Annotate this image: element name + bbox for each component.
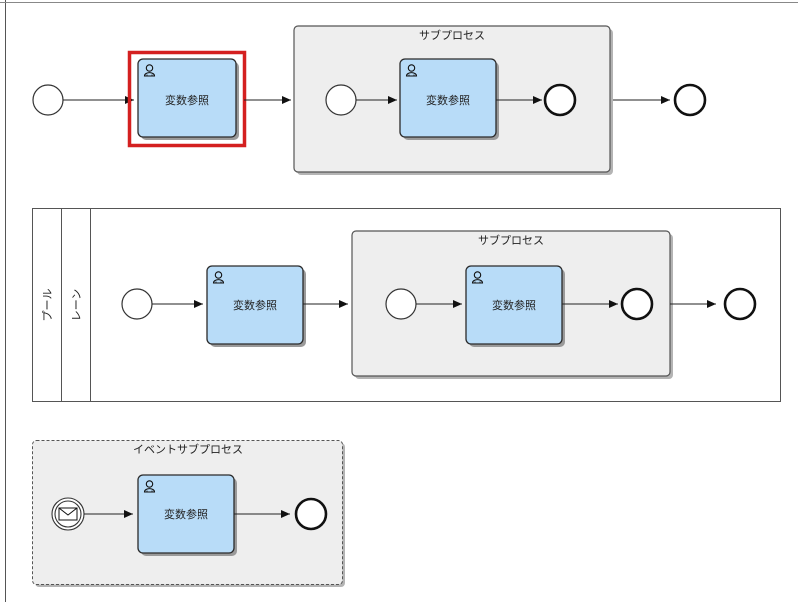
lane-label: レーン [70,289,83,321]
start-event[interactable] [385,288,417,320]
task-label: 変数参照 [233,298,277,312]
end-event[interactable] [673,83,707,117]
end-event[interactable] [620,287,654,321]
message-start-event-icon [58,507,78,521]
start-event[interactable] [325,84,357,116]
subprocess[interactable]: サブプロセス 変数参照 [293,25,613,175]
task-label: 変数参照 [492,298,536,312]
subprocess-label: サブプロセス [478,233,544,247]
task-box[interactable] [399,58,497,138]
end-event[interactable] [543,83,577,117]
pool-label: プール [41,289,54,322]
subprocess-label: サブプロセス [419,28,485,42]
start-event[interactable] [121,288,153,320]
start-event[interactable] [32,84,64,116]
event-subprocess[interactable]: イベントサブプロセス 変数参照 [32,440,346,588]
end-event[interactable] [723,287,757,321]
user-task[interactable]: 変数参照 [399,58,499,140]
end-event[interactable] [294,497,328,531]
task-label: 変数参照 [165,93,209,107]
selection-highlight [127,50,247,148]
task-label: 変数参照 [164,507,208,521]
pool[interactable]: プール レーン 変数参照 サブプロセス 変数参照 [32,208,781,402]
subprocess[interactable]: サブプロセス 変数参照 [351,230,673,379]
user-task[interactable]: 変数参照 [137,474,237,556]
task-box[interactable] [137,58,237,138]
task-label: 変数参照 [426,93,470,107]
task-box[interactable] [206,265,304,345]
event-subprocess-label: イベントサブプロセス [133,442,243,456]
task-box[interactable] [465,265,563,345]
user-task[interactable]: 変数参照 [465,265,565,347]
process-1: 変数参照 サブプロセス 変数参照 [32,25,707,175]
message-start-event[interactable] [51,497,85,531]
user-task[interactable]: 変数参照 [206,265,306,347]
user-task[interactable]: 変数参照 [127,50,247,148]
